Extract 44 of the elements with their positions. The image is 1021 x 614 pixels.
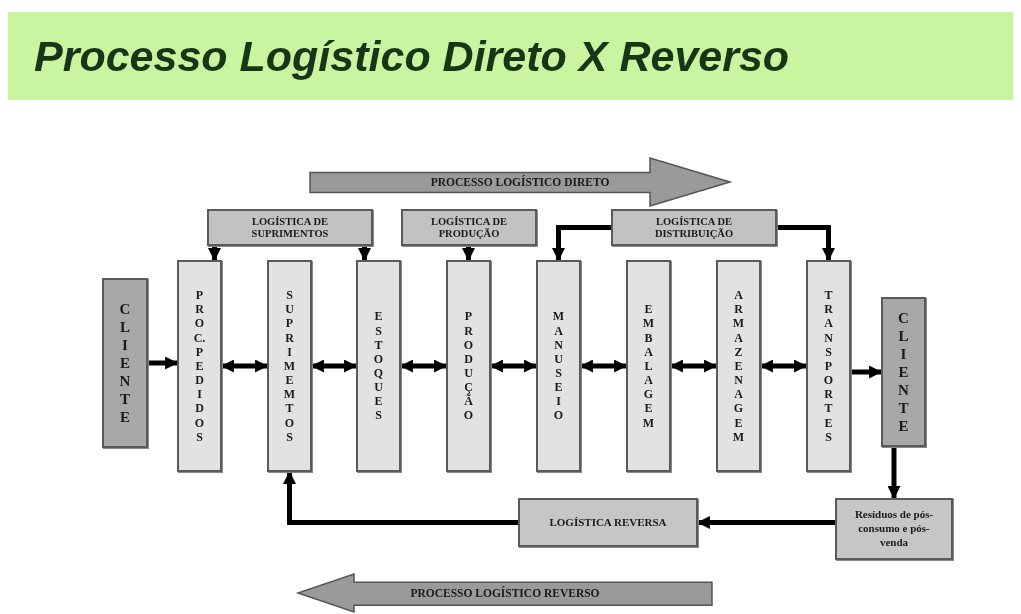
- box-label: LOGÍSTICA REVERSA: [549, 515, 667, 530]
- title: Processo Logístico Direto X Reverso: [34, 31, 790, 81]
- process-box: [835, 498, 953, 560]
- box-label: CLIENTE: [897, 309, 910, 435]
- process-column: [267, 260, 312, 472]
- process-column: [356, 260, 401, 472]
- process-column: [446, 260, 491, 472]
- process-box: [611, 209, 777, 246]
- arrow: [148, 356, 179, 370]
- box-label: ARMAZENAGEM: [732, 288, 745, 444]
- box-label: TRANSPORTES: [822, 288, 835, 444]
- process-box: [207, 209, 373, 246]
- arrow: [777, 225, 835, 262]
- box-label: PRODUÇÃO: [462, 309, 475, 423]
- box-label: PROC. PEDIDOS: [193, 288, 206, 444]
- process-box: [518, 498, 698, 547]
- box-label: LOGÍSTICA DE PRODUÇÃO: [429, 216, 509, 239]
- client-box: [881, 297, 926, 447]
- arrow: [887, 447, 901, 500]
- process-column: [716, 260, 761, 472]
- arrow: [552, 225, 611, 262]
- client-box: [102, 278, 148, 448]
- direction-arrow: [298, 574, 712, 612]
- box-label: LOGÍSTICA DE SUPRIMENTOS: [250, 216, 330, 239]
- process-column: [536, 260, 581, 472]
- box-label: EMBALAGEM: [642, 302, 655, 430]
- process-column: [626, 260, 671, 472]
- process-box: [401, 209, 537, 246]
- box-label: CLIENTE: [118, 300, 132, 426]
- arrow: [358, 246, 371, 262]
- box-label: PROCESSO LOGÍSTICO DIRETO: [430, 175, 610, 189]
- process-column: [806, 260, 851, 472]
- box-label: LOGÍSTICA DE DISTRIBUIÇÃO: [653, 216, 735, 239]
- arrow: [851, 365, 883, 379]
- process-column: [177, 260, 222, 472]
- box-label: Resíduos de pós-consumo e pós-venda: [853, 508, 935, 550]
- arrow: [462, 246, 475, 262]
- direction-arrow: [310, 158, 730, 206]
- box-label: MANUSEIO: [552, 309, 565, 423]
- box-label: SUPRIMEMTOS: [283, 288, 296, 444]
- box-label: ESTOQUES: [372, 309, 385, 423]
- arrow: [283, 470, 518, 525]
- box-label: PROCESSO LOGÍSTICO REVERSO: [410, 586, 600, 600]
- arrow: [208, 246, 221, 262]
